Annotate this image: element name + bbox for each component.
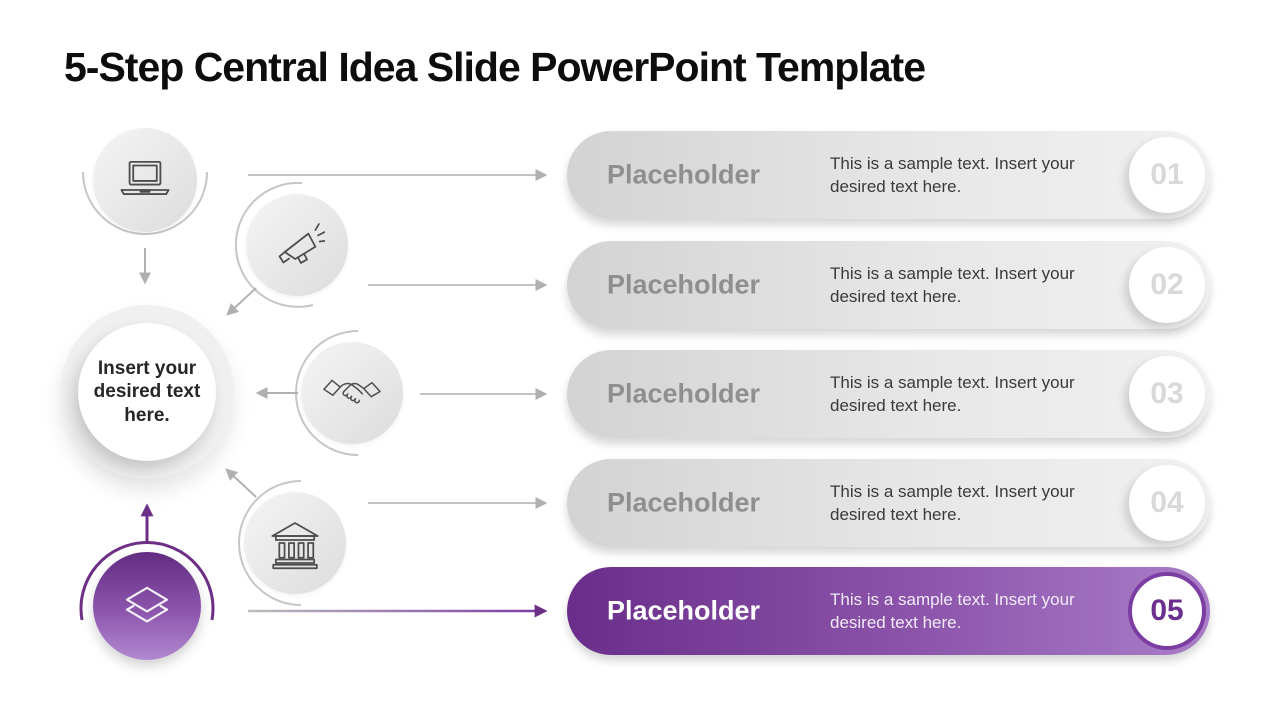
step-description: This is a sample text. Insert your desir…: [830, 589, 1075, 632]
central-text: Insert your desired text here.: [93, 358, 201, 426]
slide-title: 5-Step Central Idea Slide PowerPoint Tem…: [64, 44, 926, 90]
arrow-step2-to-center: [226, 287, 257, 316]
step-row-4: Placeholder This is a sample text. Inser…: [567, 459, 1210, 547]
central-circle: Insert your desired text here.: [78, 323, 216, 461]
step-circle-4: [244, 492, 346, 594]
step-label: Placeholder: [607, 378, 761, 409]
megaphone-icon: [278, 223, 325, 264]
step-circle-5: [93, 552, 201, 660]
step-number-badge: 03: [1129, 356, 1205, 432]
arrow-step4-to-center: [225, 468, 257, 498]
arc-step-4: [238, 480, 302, 606]
step-row-3: Placeholder This is a sample text. Inser…: [567, 350, 1210, 438]
step-number-badge: 04: [1129, 465, 1205, 541]
step-description: This is a sample text. Insert your desir…: [830, 481, 1075, 524]
step-label: Placeholder: [607, 487, 761, 518]
step-label: Placeholder: [607, 595, 761, 626]
step-circle-1: [93, 128, 197, 232]
handshake-icon: [323, 379, 381, 404]
step-number-badge: 01: [1129, 137, 1205, 213]
step-description: This is a sample text. Insert your desir…: [830, 372, 1075, 415]
step-description: This is a sample text. Insert your desir…: [830, 153, 1075, 196]
laptop-icon: [120, 160, 170, 195]
step-label: Placeholder: [607, 159, 761, 190]
step-circle-2: [246, 194, 348, 296]
bank-icon: [271, 522, 319, 570]
step-description: This is a sample text. Insert your desir…: [830, 263, 1075, 306]
step-row-2: Placeholder This is a sample text. Inser…: [567, 241, 1210, 329]
arc-step-1: [82, 171, 208, 235]
step-number-badge: 02: [1129, 247, 1205, 323]
arc-step-2: [234, 181, 314, 308]
step-label: Placeholder: [607, 269, 761, 300]
step-circle-3: [301, 342, 403, 444]
step-row-1: Placeholder This is a sample text. Inser…: [567, 131, 1210, 219]
layers-icon: [125, 586, 169, 623]
step-row-5: Placeholder This is a sample text. Inser…: [567, 567, 1210, 655]
step-number-badge: 05: [1128, 572, 1206, 650]
